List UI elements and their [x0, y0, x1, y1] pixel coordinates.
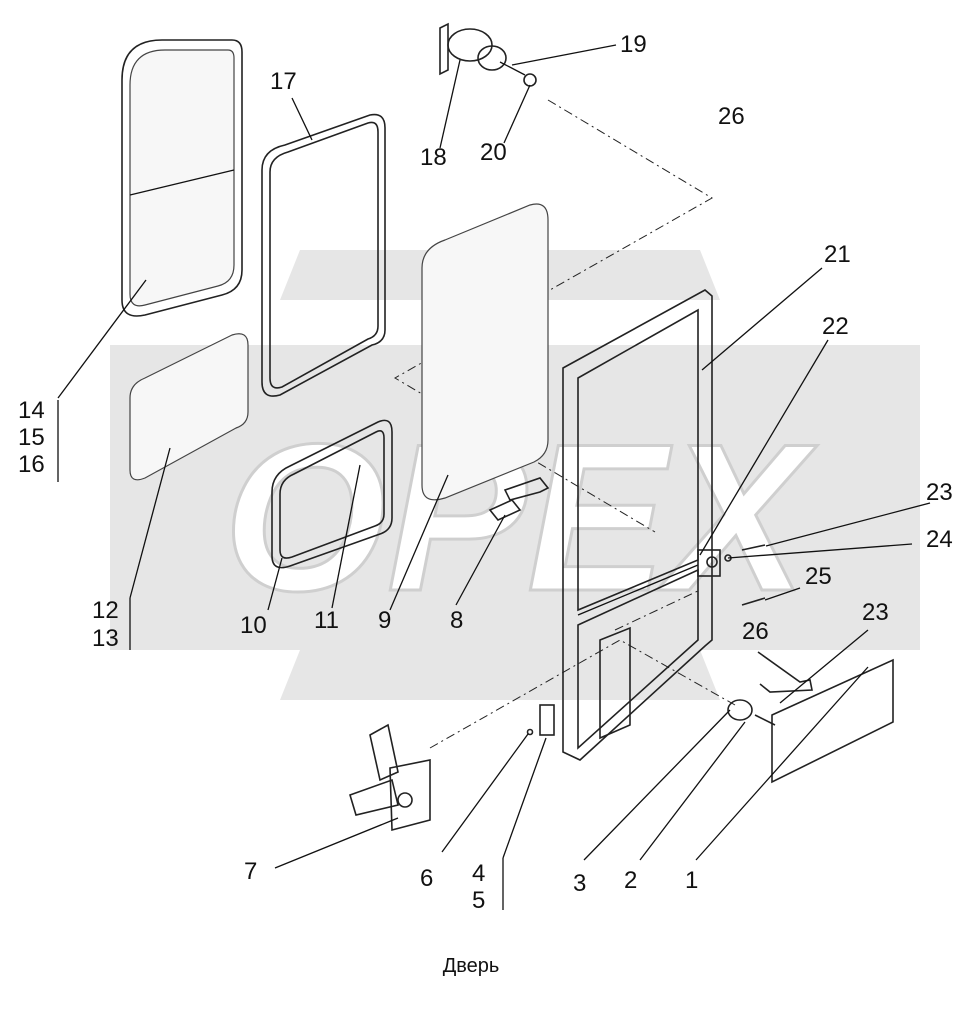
- label-26b: 26: [742, 618, 769, 645]
- part-seal-frame: [261, 113, 386, 397]
- part-latch: [526, 704, 555, 736]
- part-lock-mechanism: [349, 723, 431, 832]
- label-13: 13: [92, 625, 119, 652]
- label-23b: 23: [862, 599, 889, 626]
- label-20: 20: [480, 139, 507, 166]
- leader-lines: [57, 44, 931, 910]
- label-11: 11: [314, 607, 339, 634]
- part-small-glass: [129, 333, 249, 481]
- label-24: 24: [926, 526, 953, 553]
- label-23a: 23: [926, 479, 953, 506]
- label-12: 12: [92, 597, 119, 624]
- label-2: 2: [624, 867, 637, 894]
- part-lock-cylinder: [439, 22, 537, 87]
- label-4: 4: [472, 860, 485, 887]
- part-door-lock: [697, 549, 721, 577]
- label-1: 1: [685, 867, 698, 894]
- label-10: 10: [240, 612, 267, 639]
- callout-labels: 1 2 3 4 5 6 7 8 9 10 11 12 13 14 15 16 1…: [18, 31, 953, 914]
- label-3: 3: [573, 870, 586, 897]
- part-bracket: [488, 477, 550, 521]
- part-knob: [727, 699, 753, 721]
- label-18: 18: [420, 144, 447, 171]
- label-7: 7: [244, 858, 257, 885]
- label-17: 17: [270, 68, 297, 95]
- label-21: 21: [824, 241, 851, 268]
- part-handle: [757, 651, 813, 693]
- part-large-glass: [421, 203, 549, 501]
- label-15: 15: [18, 424, 45, 451]
- label-26a: 26: [718, 103, 745, 130]
- label-14: 14: [18, 397, 45, 424]
- label-5: 5: [472, 887, 485, 914]
- label-22: 22: [822, 313, 849, 340]
- label-25: 25: [805, 563, 832, 590]
- part-plate: [771, 658, 894, 784]
- label-8: 8: [450, 607, 463, 634]
- label-16: 16: [18, 451, 45, 478]
- diagram-caption: Дверь: [443, 955, 500, 977]
- label-19: 19: [620, 31, 647, 58]
- part-glass-with-seal: [121, 39, 243, 317]
- label-6: 6: [420, 865, 433, 892]
- label-9: 9: [378, 607, 391, 634]
